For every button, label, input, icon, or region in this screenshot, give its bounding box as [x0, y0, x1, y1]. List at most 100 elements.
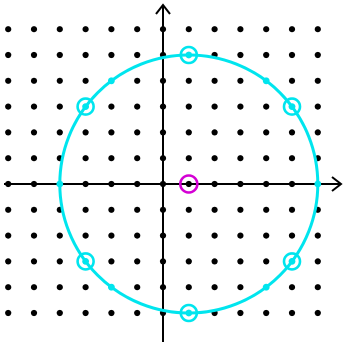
lattice-dot [134, 77, 141, 84]
lattice-dot [108, 309, 115, 317]
lattice-dot [237, 284, 244, 291]
lattice-dot [288, 77, 296, 84]
lattice-dot [108, 206, 115, 213]
lattice-dot [185, 232, 192, 239]
lattice-dot [288, 309, 296, 317]
lattice-dot [288, 26, 296, 33]
on-circle-point [185, 309, 193, 317]
highlight-ring [282, 252, 302, 271]
lattice-dot [185, 284, 192, 291]
lattice-dot [314, 103, 321, 110]
lattice-dot [30, 51, 38, 59]
lattice-dot [108, 155, 115, 162]
lattice-dot [237, 155, 244, 162]
lattice-dot [134, 309, 141, 317]
lattice-dot [314, 77, 321, 84]
lattice-dot [211, 206, 218, 213]
lattice-dot [5, 51, 12, 59]
lattice-dot [5, 77, 12, 84]
lattice-dot [288, 51, 296, 59]
lattice-dot [134, 232, 141, 239]
lattice-dot [211, 258, 218, 265]
lattice-dot [134, 103, 141, 110]
lattice-dot [5, 284, 12, 291]
lattice-dot [82, 206, 89, 213]
lattice-dot [185, 77, 192, 84]
lattice-dot [314, 26, 321, 33]
lattice-dot [82, 129, 89, 136]
lattice-dot [134, 155, 141, 162]
lattice-dot [237, 26, 244, 33]
highlight-ring [76, 252, 95, 271]
on-circle-point [262, 77, 270, 85]
lattice-dot [237, 77, 244, 84]
lattice-dot [211, 284, 218, 291]
lattice-dot [82, 77, 89, 84]
on-circle-point [288, 103, 296, 110]
point-markers [56, 45, 322, 323]
lattice-dot [314, 129, 321, 136]
lattice-dot [211, 77, 218, 84]
lattice-dot [134, 26, 141, 33]
highlight-ring [179, 303, 199, 323]
lattice-dot [108, 258, 115, 265]
lattice-dot [263, 26, 270, 33]
lattice-dot [82, 232, 89, 239]
lattice-dot [211, 129, 218, 136]
lattice-dot [263, 206, 270, 213]
on-circle-point [82, 258, 89, 265]
lattice-dot [30, 26, 38, 33]
lattice-dot [56, 26, 63, 33]
lattice-dot [5, 26, 12, 33]
lattice-dot [56, 309, 63, 317]
lattice-dot [30, 155, 38, 162]
lattice-dot [5, 155, 12, 162]
lattice-dot [263, 51, 270, 59]
lattice-dot [211, 155, 218, 162]
on-circle-point [82, 103, 89, 110]
lattice-dot [185, 258, 192, 265]
lattice-dot [30, 77, 38, 84]
lattice-dot [134, 284, 141, 291]
lattice-dot [5, 103, 12, 110]
lattice-dot [30, 129, 38, 136]
lattice-dot [237, 51, 244, 59]
lattice-dot [288, 232, 296, 239]
highlight-ring [76, 97, 95, 116]
lattice-dot [5, 232, 12, 239]
lattice-dot [108, 26, 115, 33]
lattice-dot [211, 103, 218, 110]
lattice-dot [314, 232, 321, 239]
lattice-dot [82, 155, 89, 162]
on-circle-point [108, 283, 115, 291]
lattice-dot [263, 258, 270, 265]
lattice-dot [82, 26, 89, 33]
lattice-dot [314, 258, 321, 265]
lattice-dot [134, 129, 141, 136]
lattice-dot [211, 232, 218, 239]
lattice-dot [30, 258, 38, 265]
lattice-dot [237, 309, 244, 317]
lattice-dot [108, 232, 115, 239]
on-circle-point [262, 283, 270, 291]
lattice-dot [82, 309, 89, 317]
highlight-ring [179, 45, 199, 65]
lattice-dot [56, 51, 63, 59]
lattice-dot [185, 103, 192, 110]
lattice-dot [56, 232, 63, 239]
lattice-dot [56, 258, 63, 265]
lattice-dot [82, 51, 89, 59]
lattice-dot [185, 155, 192, 162]
lattice-dot [56, 103, 63, 110]
lattice-dot [288, 129, 296, 136]
on-circle-point [288, 258, 296, 265]
lattice-dot [237, 258, 244, 265]
lattice-dot [237, 129, 244, 136]
on-circle-point [56, 180, 64, 188]
x-axis-arrow [331, 176, 343, 192]
lattice-dot [56, 129, 63, 136]
lattice-dot [108, 103, 115, 110]
lattice-dot [263, 232, 270, 239]
lattice-dot [185, 206, 192, 213]
